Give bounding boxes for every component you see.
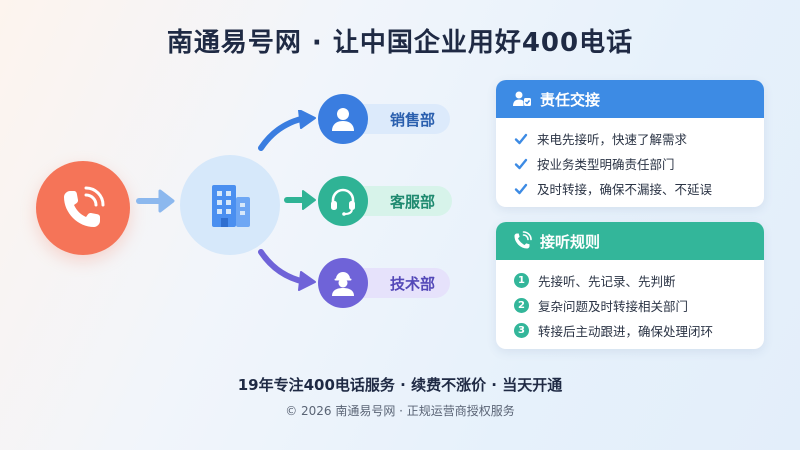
responsibility-card-header: 责任交接	[496, 80, 764, 118]
list-item: 按业务类型明确责任部门	[514, 151, 748, 176]
list-item-text: 来电先接听，快速了解需求	[537, 132, 688, 147]
step-number-badge: 1	[514, 273, 529, 288]
dept-service-node	[318, 176, 368, 226]
checkmark-icon	[514, 133, 528, 144]
incoming-call-node	[36, 161, 130, 255]
checkmark-icon	[514, 183, 528, 194]
person-icon	[332, 108, 354, 131]
engineer-icon	[332, 272, 354, 296]
page-title: 南通易号网 · 让中国企业用好400电话	[166, 28, 634, 58]
handover-icon	[512, 89, 532, 109]
phone-ringing-icon	[64, 186, 105, 227]
call-routing-diagram: 销售部 客服部 技术部	[36, 94, 452, 308]
routing-arrows	[258, 110, 316, 291]
headset-icon	[331, 188, 355, 216]
dept-sales-node	[318, 94, 368, 144]
dept-label-service: 客服部	[390, 192, 436, 211]
building-icon	[212, 185, 250, 227]
responsibility-card-title: 责任交接	[540, 90, 601, 109]
responsibility-list: 来电先接听，快速了解需求 按业务类型明确责任部门 及时转接，确保不漏接、不延误	[496, 118, 764, 207]
list-item: 3 转接后主动跟进，确保处理闭环	[514, 318, 748, 343]
responsibility-card: 责任交接 来电先接听，快速了解需求 按业务类型明确责任部门 及时转接，确保不漏接…	[496, 80, 764, 207]
company-node	[180, 155, 280, 255]
list-item: 及时转接，确保不漏接、不延误	[514, 176, 748, 201]
arrow-to-tech	[258, 249, 308, 285]
list-item: 2 复杂问题及时转接相关部门	[514, 293, 748, 318]
rules-card-header: 接听规则	[496, 222, 764, 260]
step-number-badge: 2	[514, 298, 529, 313]
arrow-to-sales	[258, 115, 308, 151]
list-item-text: 复杂问题及时转接相关部门	[538, 299, 689, 314]
list-item: 1 先接听、先记录、先判断	[514, 268, 748, 293]
checkmark-icon	[514, 158, 528, 169]
list-item-text: 按业务类型明确责任部门	[537, 157, 675, 172]
rules-card-title: 接听规则	[540, 232, 601, 251]
rules-list: 1 先接听、先记录、先判断 2 复杂问题及时转接相关部门 3 转接后主动跟进，确…	[496, 260, 764, 349]
arrow-right-icon	[136, 189, 175, 213]
list-item-text: 转接后主动跟进，确保处理闭环	[538, 324, 714, 339]
dept-label-sales: 销售部	[390, 110, 436, 129]
copyright-text: © 2026 南通易号网 · 正规运营商授权服务	[285, 404, 515, 418]
dept-label-tech: 技术部	[390, 274, 436, 293]
list-item-text: 及时转接，确保不漏接、不延误	[537, 182, 713, 197]
list-item: 来电先接听，快速了解需求	[514, 126, 748, 151]
service-tagline: 19年专注400电话服务 · 续费不涨价 · 当天开通	[237, 376, 563, 394]
step-number-badge: 3	[514, 323, 529, 338]
dept-tech-node	[318, 258, 368, 308]
phone-icon	[512, 231, 532, 251]
rules-card: 接听规则 1 先接听、先记录、先判断 2 复杂问题及时转接相关部门 3 转接后主…	[496, 222, 764, 349]
list-item-text: 先接听、先记录、先判断	[538, 274, 676, 289]
